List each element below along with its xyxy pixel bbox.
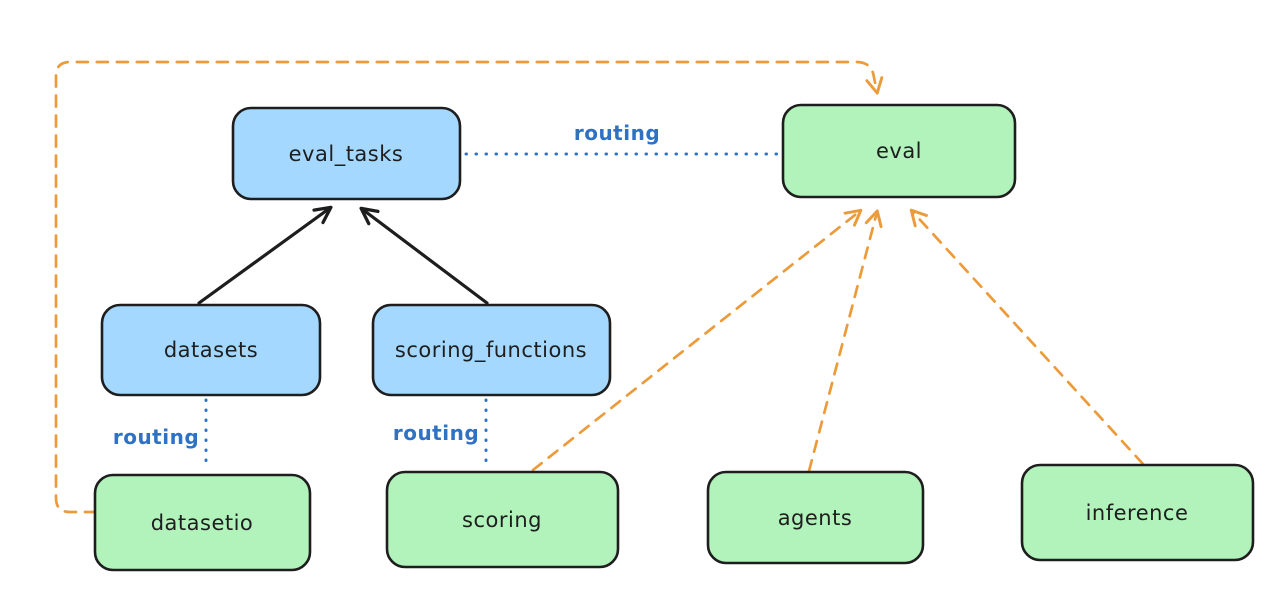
- node-eval-tasks: eval_tasks: [231, 106, 462, 201]
- edge-scoring-functions-to-eval-tasks: [359, 206, 489, 305]
- node-scoring-label: scoring: [462, 508, 542, 532]
- node-eval-tasks-box: [231, 106, 462, 201]
- routing-label-datasets-datasetio: routing: [113, 425, 199, 449]
- edges-layer: routing routing routing: [54, 60, 1145, 514]
- node-eval-box: [781, 103, 1017, 199]
- edge-inference-to-eval: [909, 208, 1145, 466]
- node-datasetio: datasetio: [93, 473, 312, 572]
- node-inference-label: inference: [1086, 501, 1189, 525]
- node-agents-label: agents: [778, 506, 853, 530]
- node-eval-label: eval: [876, 139, 922, 163]
- node-scoring-functions-box: [371, 303, 612, 397]
- node-eval-tasks-label: eval_tasks: [289, 142, 404, 167]
- nodes-layer: eval_tasks eval datasets scoring_functio…: [93, 103, 1255, 572]
- node-datasets: datasets: [100, 303, 322, 397]
- node-inference: inference: [1020, 463, 1255, 562]
- node-datasets-label: datasets: [164, 338, 258, 362]
- node-eval: eval: [781, 103, 1017, 199]
- node-inference-box: [1020, 463, 1255, 562]
- edge-agents-to-eval: [807, 209, 883, 473]
- edge-datasetio-to-eval: [54, 60, 884, 514]
- node-scoring-functions-label: scoring_functions: [395, 338, 587, 363]
- routing-label-eval-tasks-eval: routing: [574, 121, 660, 145]
- routing-label-scoring-functions-scoring: routing: [393, 421, 479, 445]
- edge-datasets-to-eval-tasks: [197, 205, 333, 305]
- node-agents: agents: [706, 470, 925, 565]
- node-agents-box: [706, 470, 925, 565]
- edge-scoring-to-eval: [531, 208, 863, 472]
- node-scoring-box: [385, 470, 620, 569]
- node-datasets-box: [100, 303, 322, 397]
- node-scoring-functions: scoring_functions: [371, 303, 612, 397]
- node-scoring: scoring: [385, 470, 620, 569]
- node-datasetio-label: datasetio: [151, 511, 254, 535]
- node-datasetio-box: [93, 473, 312, 572]
